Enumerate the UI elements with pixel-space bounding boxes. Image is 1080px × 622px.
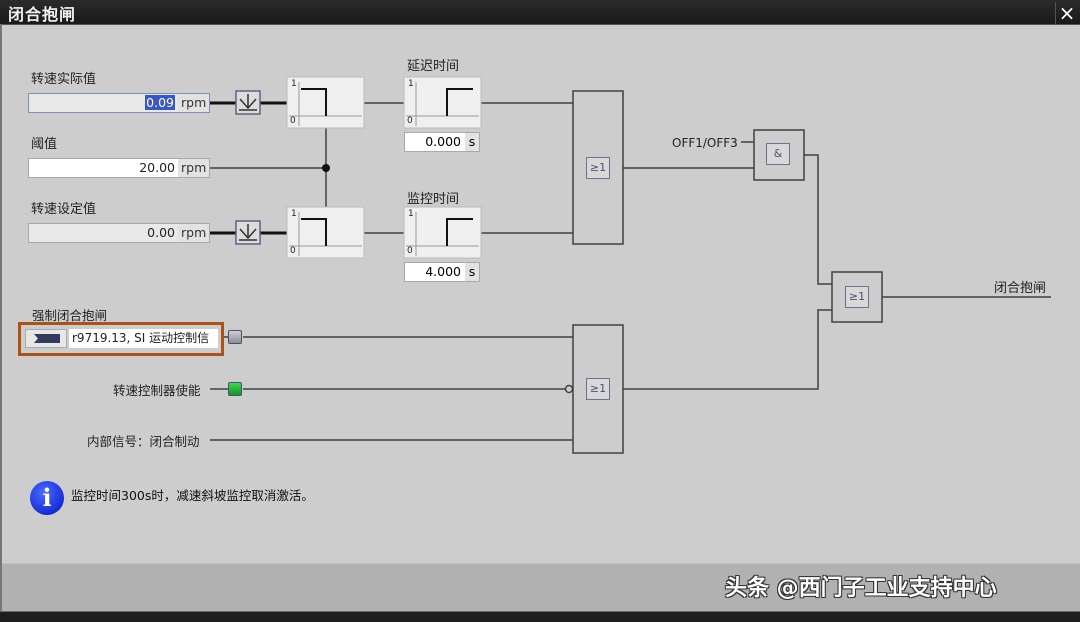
comparator-1 bbox=[286, 76, 365, 129]
footer-edge bbox=[0, 611, 1080, 622]
comparator-low-label: 0 bbox=[290, 246, 296, 256]
force-close-label: 强制闭合抱闸 bbox=[32, 308, 108, 323]
junction-dot bbox=[322, 164, 330, 172]
footer-bar bbox=[2, 563, 1080, 612]
force-close-source[interactable]: r9719.13, SI 运动控制信 bbox=[69, 329, 218, 348]
setpoint-speed-value: 0.00 bbox=[29, 224, 178, 242]
threshold-label: 阈值 bbox=[31, 137, 58, 152]
delay-time-input[interactable]: 0.000 s bbox=[404, 132, 480, 152]
close-icon[interactable]: × bbox=[1055, 2, 1078, 24]
timer-low-label: 0 bbox=[407, 116, 413, 126]
threshold-unit: rpm bbox=[178, 159, 209, 177]
delay-time-label: 延迟时间 bbox=[407, 59, 460, 74]
edge-detect-icon bbox=[235, 90, 261, 115]
comparator-high-label: 1 bbox=[291, 79, 297, 89]
timer-high-label: 1 bbox=[408, 79, 414, 89]
monitor-time-input[interactable]: 4.000 s bbox=[404, 262, 480, 282]
or-gate-3-label: ≥1 bbox=[845, 286, 869, 308]
force-close-status-indicator bbox=[228, 330, 242, 344]
wire bbox=[623, 309, 832, 390]
delay-time-value: 0.000 bbox=[405, 133, 465, 151]
comparator-2 bbox=[286, 206, 365, 259]
actual-speed-field[interactable]: 0.09 rpm bbox=[28, 93, 210, 113]
or-gate-2-label: ≥1 bbox=[586, 378, 610, 400]
monitor-time-label: 监控时间 bbox=[407, 192, 460, 207]
output-label: 闭合抱闸 bbox=[994, 281, 1047, 296]
setpoint-speed-unit: rpm bbox=[178, 224, 209, 242]
comparator-low-label: 0 bbox=[290, 116, 296, 126]
delay-timer bbox=[403, 76, 482, 129]
actual-speed-label: 转速实际值 bbox=[31, 72, 97, 87]
actual-speed-unit: rpm bbox=[178, 94, 209, 112]
timer-low-label: 0 bbox=[407, 246, 413, 256]
signal-connect-button[interactable] bbox=[25, 329, 67, 348]
comparator-high-label: 1 bbox=[291, 209, 297, 219]
inverter-bubble bbox=[564, 384, 574, 394]
threshold-value: 20.00 bbox=[29, 159, 178, 177]
window-title: 闭合抱闸 bbox=[8, 5, 77, 24]
speed-ctrl-enable-label: 转速控制器使能 bbox=[113, 383, 201, 398]
delay-time-unit: s bbox=[465, 133, 479, 151]
monitor-time-unit: s bbox=[465, 263, 479, 281]
setpoint-speed-label: 转速设定值 bbox=[31, 202, 97, 217]
threshold-input[interactable]: 20.00 rpm bbox=[28, 158, 210, 178]
or-gate-1-label: ≥1 bbox=[586, 157, 610, 179]
off-signal-label: OFF1/OFF3 bbox=[672, 136, 738, 150]
timer-high-label: 1 bbox=[408, 209, 414, 219]
info-icon: i bbox=[30, 481, 64, 515]
monitor-time-value: 4.000 bbox=[405, 263, 465, 281]
and-gate-label: & bbox=[766, 143, 790, 165]
edge-detect-icon bbox=[235, 220, 261, 245]
speed-ctrl-enable-status-indicator bbox=[228, 382, 242, 396]
connector-icon bbox=[34, 334, 60, 343]
actual-speed-value: 0.09 bbox=[29, 94, 178, 112]
title-bar: 闭合抱闸 × bbox=[0, 0, 1080, 25]
info-message: 监控时间300s时，减速斜坡监控取消激活。 bbox=[71, 488, 314, 503]
window-border bbox=[0, 24, 2, 614]
wire bbox=[804, 154, 832, 285]
internal-signal-label: 内部信号：闭合制动 bbox=[87, 434, 200, 449]
watermark: 头条 @西门子工业支持中心 bbox=[725, 576, 997, 601]
setpoint-speed-field[interactable]: 0.00 rpm bbox=[28, 223, 210, 243]
force-close-source-selector[interactable]: r9719.13, SI 运动控制信 bbox=[18, 322, 224, 356]
monitor-timer bbox=[403, 206, 482, 259]
